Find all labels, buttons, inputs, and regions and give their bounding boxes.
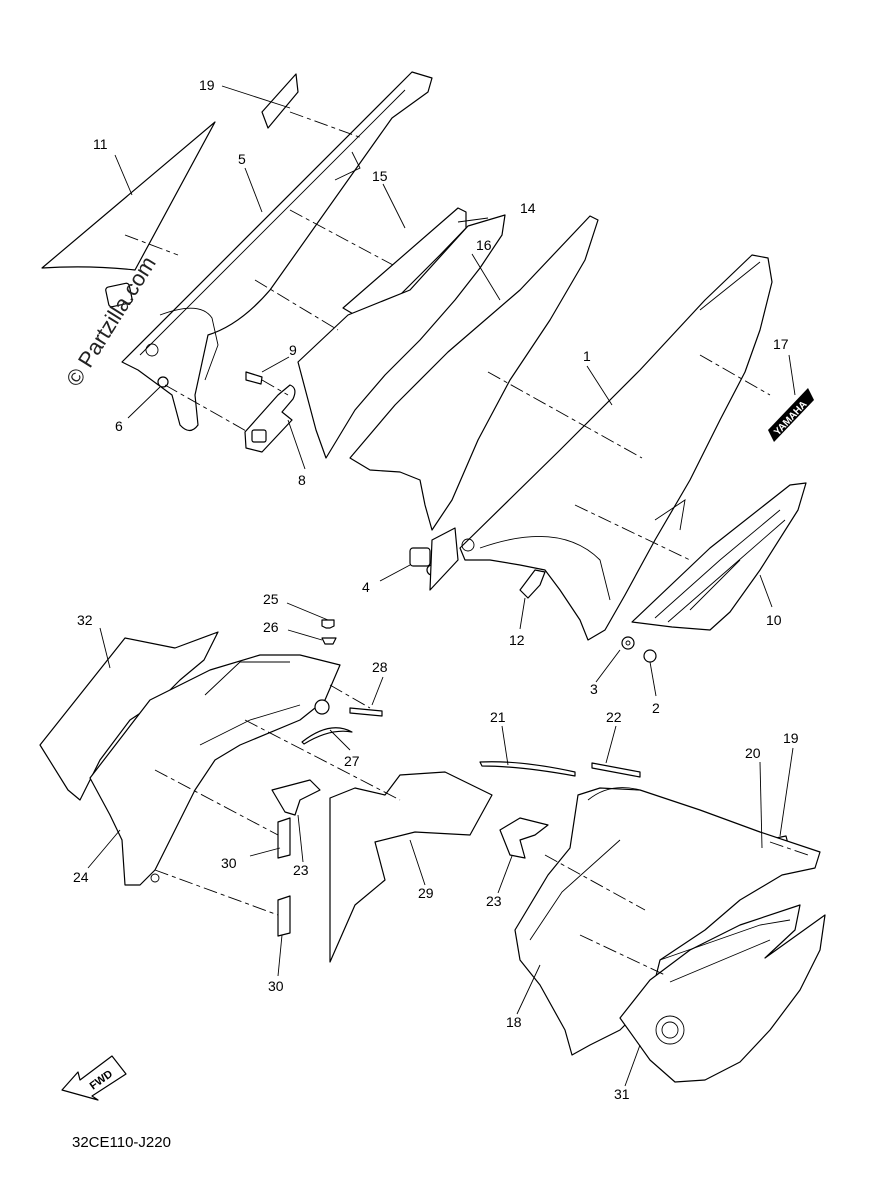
- callout-30-lower: 30: [268, 978, 284, 994]
- callout-4: 4: [362, 579, 370, 595]
- part-6-bolt[interactable]: [157, 376, 169, 388]
- part-25-screw[interactable]: [321, 619, 335, 629]
- part-1-side-cover[interactable]: [459, 254, 773, 641]
- callout-16: 17: [773, 336, 789, 352]
- assembly-line-17: [289, 111, 363, 139]
- fwd-arrow-icon: FWD: [61, 1055, 127, 1101]
- diagram-code: 32CE110-J220: [72, 1134, 171, 1151]
- callout-21: 21: [490, 709, 506, 725]
- part-5-rail-cover[interactable]: [121, 71, 433, 432]
- callout-27: 27: [344, 753, 360, 769]
- assembly-line-19: [769, 841, 809, 856]
- part-4-nut[interactable]: [409, 547, 431, 567]
- callout-5: 5: [238, 151, 246, 167]
- callout-12: 12: [509, 632, 525, 648]
- part-12-grommet[interactable]: [519, 569, 546, 599]
- callout-15: 16: [476, 237, 492, 253]
- callout-13: 14: [520, 200, 536, 216]
- callout-8: 8: [298, 472, 306, 488]
- part-21-strip[interactable]: [479, 761, 576, 777]
- callout-20: 20: [745, 745, 761, 761]
- callout-24: 24: [73, 869, 89, 885]
- callout-19: 19: [783, 730, 799, 746]
- part-27-strip[interactable]: [301, 727, 353, 745]
- assembly-line-11: [124, 234, 179, 256]
- callout-31: 31: [614, 1086, 630, 1102]
- part-28-strip[interactable]: [349, 707, 383, 717]
- leader-lines: [87, 85, 796, 1087]
- part-18-shroud[interactable]: [514, 787, 821, 1056]
- emblem-text: YAMAHA: [772, 399, 809, 438]
- assembly-line-18b: [579, 934, 666, 976]
- callout-22: 22: [606, 709, 622, 725]
- callout-14: 15: [372, 168, 388, 184]
- assembly-line-28: [329, 684, 371, 709]
- assembly-line-6: [164, 384, 249, 433]
- part-30-pad-lower[interactable]: [277, 895, 291, 937]
- callout-1: 1: [583, 348, 591, 364]
- assembly-line-30b: [154, 869, 279, 916]
- callout-9: 9: [289, 342, 297, 358]
- assembly-line-18a: [544, 854, 646, 911]
- part-11-decal[interactable]: [41, 121, 216, 271]
- callout-2: 2: [652, 700, 660, 716]
- clip-11[interactable]: [105, 282, 133, 308]
- assembly-line-13: [254, 279, 339, 331]
- part-10-decal[interactable]: [631, 482, 807, 631]
- callout-23-left: 23: [293, 862, 309, 878]
- callout-23-right: 23: [486, 893, 502, 909]
- part-24-shroud[interactable]: [89, 654, 341, 886]
- assembly-line-30a: [154, 769, 279, 836]
- part-23-right-grommet[interactable]: [499, 817, 549, 859]
- callout-25: 25: [263, 591, 279, 607]
- assembly-line-14: [289, 209, 394, 266]
- callout-labels: 19 11 5 15 14 16 1 17 9 6 8 4 12 10 3 2 …: [73, 77, 799, 1102]
- callout-17: 19: [199, 77, 215, 93]
- callout-6: 6: [115, 418, 123, 434]
- part-30-pad-upper[interactable]: [277, 817, 291, 859]
- callout-29: 29: [418, 885, 434, 901]
- part-15-panel[interactable]: [349, 215, 599, 531]
- callout-18: 18: [506, 1014, 522, 1030]
- assembly-line-29: [244, 719, 401, 801]
- part-16-emblem[interactable]: [768, 388, 814, 442]
- part-17-decal[interactable]: [261, 73, 299, 129]
- assembly-line-9: [261, 379, 289, 396]
- callout-30-upper: 30: [221, 855, 237, 871]
- part-22-strip[interactable]: [591, 762, 641, 778]
- part-9-bolt[interactable]: [245, 371, 263, 385]
- callout-26: 26: [263, 619, 279, 635]
- callout-32: 32: [77, 612, 93, 628]
- part-23-left-grommet[interactable]: [271, 779, 321, 816]
- assembly-line-1b: [574, 504, 691, 561]
- callout-28: 28: [372, 659, 388, 675]
- assembly-line-16: [699, 354, 771, 396]
- part-29-sheet[interactable]: [329, 771, 493, 963]
- callout-10: 10: [766, 612, 782, 628]
- assembly-line-1a: [487, 371, 643, 459]
- part-13-panel[interactable]: [297, 214, 506, 459]
- part-26-collar[interactable]: [321, 637, 337, 645]
- part-3-washer[interactable]: [621, 636, 635, 650]
- callout-11: 11: [93, 136, 108, 152]
- callout-3: 3: [590, 681, 598, 697]
- part-2-bolt[interactable]: [643, 649, 657, 663]
